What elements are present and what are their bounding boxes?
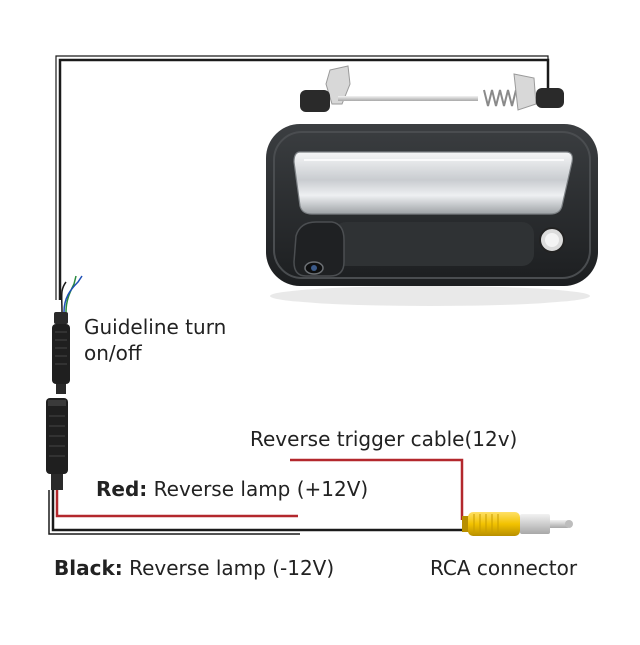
- black-wire-key: Black:: [54, 556, 123, 580]
- red-wire-text: Reverse lamp (+12V): [147, 477, 369, 501]
- guideline-wires: [60, 275, 83, 313]
- power-wires: [48, 458, 468, 535]
- reverse-trigger-label: Reverse trigger cable(12v): [250, 427, 518, 451]
- connector-socket-icon: [46, 398, 68, 490]
- red-wire-label: Red: Reverse lamp (+12V): [96, 476, 368, 502]
- black-wire-label: Black: Reverse lamp (-12V): [54, 555, 334, 581]
- rca-connector-label: RCA connector: [430, 556, 578, 580]
- rca-plug-icon: [462, 512, 573, 536]
- black-wire-text: Reverse lamp (-12V): [122, 556, 335, 580]
- red-wire-key: Red:: [96, 477, 148, 501]
- connector-plug-icon: [52, 312, 70, 394]
- camera-cable: [55, 55, 550, 300]
- tailgate-handle-camera-icon: [266, 65, 598, 306]
- guideline-label: Guideline turn on/off: [84, 315, 227, 365]
